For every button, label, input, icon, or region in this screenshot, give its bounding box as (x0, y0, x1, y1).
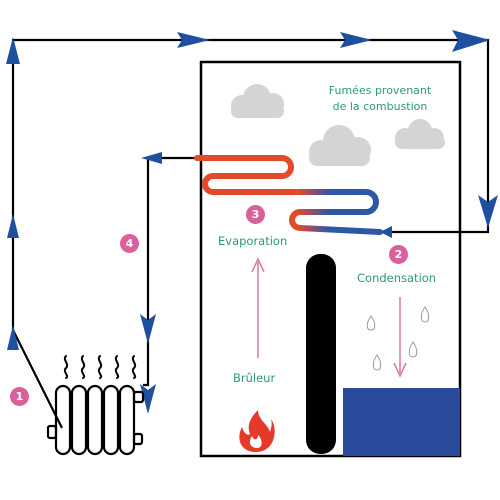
heat-exchanger-coil (194, 155, 383, 235)
flow-loop (11, 38, 490, 429)
flame-icon (239, 410, 275, 452)
condensation-arrow (393, 297, 407, 378)
bruleur-label: Brûleur (233, 371, 276, 385)
step-badge-1: 1 (10, 387, 29, 406)
evaporation-arrow (251, 257, 265, 358)
water-drop-icon (366, 306, 430, 371)
boiler-box (199, 60, 462, 458)
step-badge-2: 2 (389, 245, 408, 264)
heat-waves-icon (63, 355, 137, 379)
step-badge-4: 4 (120, 234, 139, 253)
flow-arrows (6, 30, 498, 414)
condensate-water (343, 388, 460, 456)
condensation-label: Condensation (357, 271, 437, 285)
fumees-label-line2: de la combustion (332, 99, 428, 113)
cloud-icon (231, 84, 284, 118)
evaporation-label: Evaporation (218, 234, 288, 248)
fumees-label: Fumées provenant de la combustion (300, 83, 460, 115)
radiator-icon (46, 384, 145, 456)
cloud-icon (309, 125, 371, 166)
step-badge-3: 3 (246, 205, 265, 224)
burner-column (306, 254, 336, 454)
fumees-label-line1: Fumées provenant (328, 84, 432, 97)
cloud-icon (395, 119, 445, 149)
